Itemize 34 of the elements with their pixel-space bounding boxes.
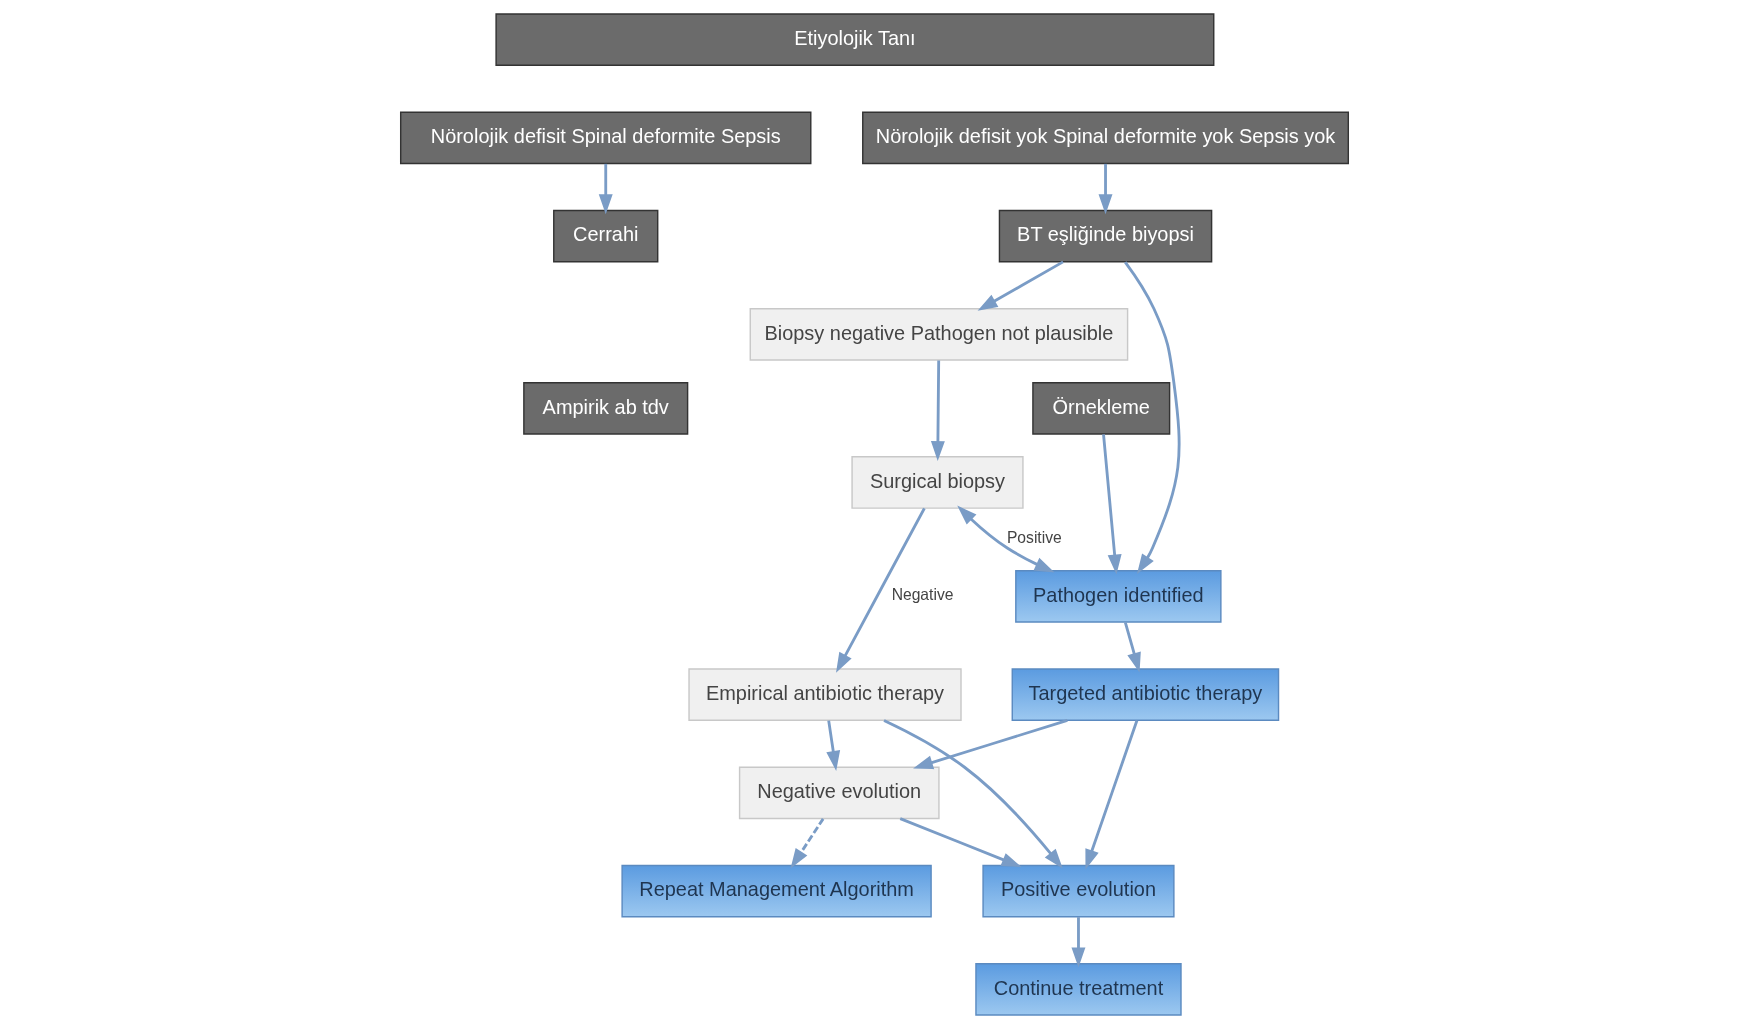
node-box: Biopsy negative Pathogen not plausible: [749, 308, 1128, 361]
node-box: Negative evolution: [738, 766, 940, 820]
arrow: [598, 163, 613, 215]
node-box: Nörolojik defisit Spinal deformite Sepsis: [399, 111, 811, 165]
node-box: Ampirik ab tdv: [522, 382, 688, 435]
node-box: Etiyolojik Tanı: [494, 13, 1214, 66]
arrow: [956, 505, 1055, 573]
node-box: Positive evolution: [981, 864, 1175, 918]
node-box: Nörolojik defisit yok Spinal deformite yok Sepsis yok: [861, 111, 1349, 165]
arrow: [1071, 917, 1085, 968]
arrow: [899, 817, 1022, 867]
arrow: [1123, 261, 1181, 574]
node-box: Targeted antibiotic therapy: [1011, 668, 1279, 721]
node-box: Repeat Management Algorithm: [620, 864, 932, 918]
node-box: Empirical antibiotic therapy: [687, 668, 962, 721]
arrow: [825, 720, 840, 771]
arrow: [835, 507, 926, 673]
arrow: [930, 360, 945, 462]
node-box: Cerrahi: [552, 209, 658, 263]
arrow: [882, 719, 1063, 869]
arrow: [790, 818, 824, 869]
arrow: [912, 719, 1068, 770]
edge-label: Positive: [1006, 529, 1062, 547]
edge-label: Negative: [891, 586, 953, 604]
arrow: [1101, 434, 1122, 575]
node-box: Örnekleme: [1031, 382, 1170, 435]
node-box: Pathogen identified: [1014, 570, 1222, 623]
arrow: [1123, 621, 1141, 673]
node-box: Continue treatment: [974, 963, 1182, 1016]
node-box: BT eşliğinde biyopsi: [998, 209, 1212, 263]
node-box: Surgical biopsy: [850, 456, 1024, 509]
arrow: [1098, 163, 1112, 215]
arrow: [977, 260, 1064, 311]
arrow: [1084, 720, 1138, 870]
